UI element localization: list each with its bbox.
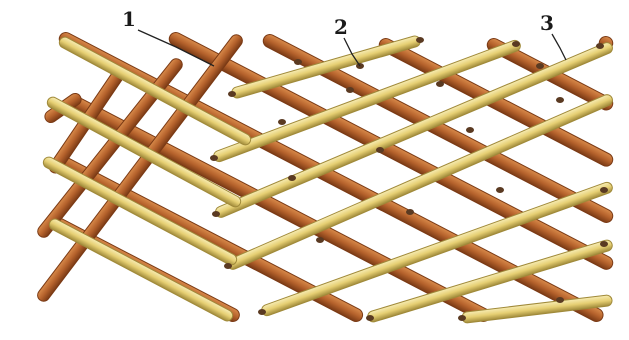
tie-point-9 (346, 87, 354, 93)
callout-2-label: 2 (334, 15, 348, 39)
tie-point-7 (210, 155, 218, 161)
tie-point-20 (496, 187, 504, 193)
tie-point-14 (376, 147, 384, 153)
tie-point-2 (294, 59, 302, 65)
callout-1-label: 1 (122, 7, 136, 31)
tie-point-10 (436, 81, 444, 87)
tie-point-18 (316, 237, 324, 243)
tie-point-19 (406, 209, 414, 215)
callout-3-label: 3 (540, 11, 554, 35)
tie-point-22 (258, 309, 266, 315)
tie-point-26 (600, 241, 608, 247)
tie-point-1 (228, 91, 236, 97)
tie-point-4 (416, 37, 424, 43)
tie-point-24 (458, 315, 466, 321)
tie-point-21 (600, 187, 608, 193)
tie-point-5 (512, 41, 520, 47)
callout-3-leader (552, 34, 566, 60)
tie-point-17 (224, 263, 232, 269)
tie-point-13 (288, 175, 296, 181)
tie-point-6 (596, 43, 604, 49)
tie-point-16 (556, 97, 564, 103)
tie-point-11 (536, 63, 544, 69)
tie-point-12 (212, 211, 220, 217)
tie-point-25 (556, 297, 564, 303)
tie-point-15 (466, 127, 474, 133)
tie-point-23 (366, 315, 374, 321)
tie-point-8 (278, 119, 286, 125)
callout-3: 3 (540, 11, 566, 60)
